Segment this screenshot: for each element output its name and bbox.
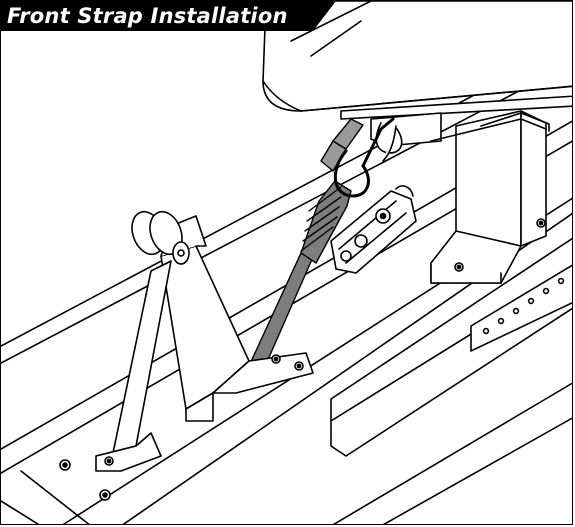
trailer-lower-rails xyxy=(1,470,90,524)
front-strap xyxy=(248,118,364,372)
title-banner-background xyxy=(1,1,336,31)
bow-roller xyxy=(131,210,190,265)
mounting-bolts xyxy=(59,218,546,501)
boat-hull xyxy=(262,1,572,120)
figure-title: Front Strap Installation xyxy=(7,4,288,28)
bow-stop-post xyxy=(430,110,547,284)
cross-member-plank xyxy=(330,237,572,457)
bow-roller-stand xyxy=(95,215,314,472)
plank-bolt-holes xyxy=(482,277,565,335)
bow-eye-bracket xyxy=(370,112,442,162)
side-rail xyxy=(430,112,550,142)
ratchet-assembly xyxy=(330,185,417,274)
strap-hook xyxy=(333,117,395,198)
